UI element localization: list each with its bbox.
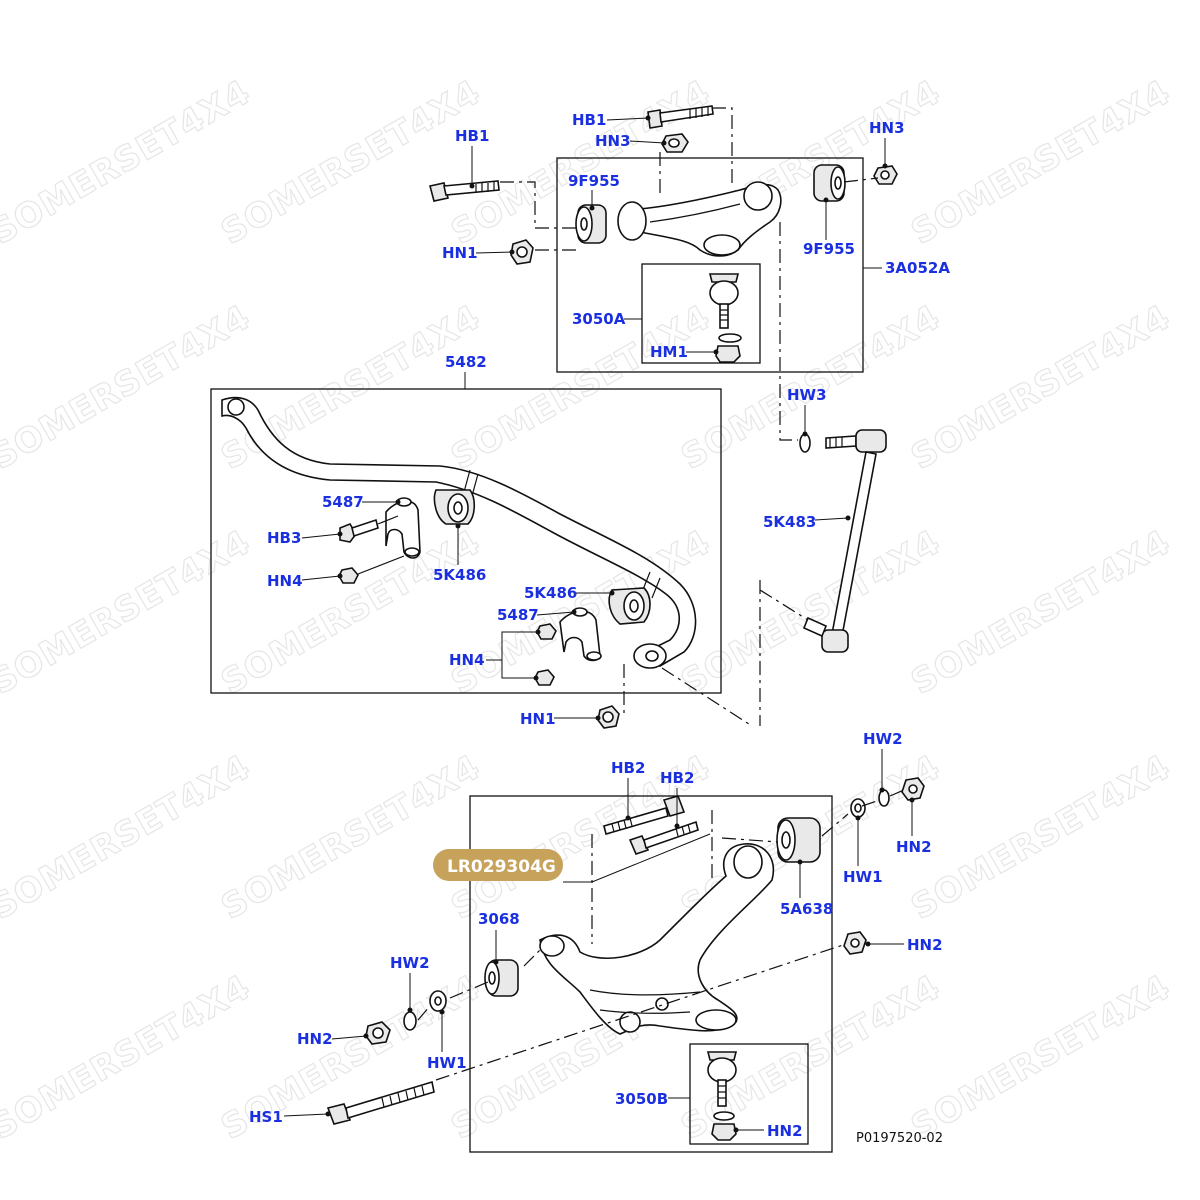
callout-hb1-top: HB1 [572,111,606,129]
watermark: SOMERSET4X4 [905,522,1178,703]
nut-hn2-right-top [901,777,925,801]
stabilizer-bar-box [210,388,722,694]
callout-hn3-right: HN3 [869,119,905,137]
bushing-9f955-right [813,164,846,202]
washer-hw1-right [850,798,866,818]
callout-hn3-left: HN3 [595,132,631,150]
callout-5k486-right: 5K486 [524,584,577,602]
callout-hw1-right: HW1 [843,868,883,886]
ball-joint-3050b [706,1051,738,1141]
badge-background [433,849,563,881]
figure-reference: P0197520-02 [856,1131,943,1146]
bushing-5k486-right [608,587,651,625]
stabilizer-bar-5482 [221,396,697,669]
watermark: SOMERSET4X4 [215,297,488,478]
callout-hs1: HS1 [249,1108,283,1126]
nut-hn2-left [365,1021,391,1045]
callout-3a052a: 3A052A [885,259,950,277]
callout-9f955-left: 9F955 [568,172,620,190]
watermark: SOMERSET4X4 [905,72,1178,253]
stabilizer-group [210,388,722,694]
callout-hw2-left: HW2 [390,954,430,972]
callout-hn2-right-mid: HN2 [907,936,943,954]
highlight-part-badge[interactable]: LR029304G [433,849,563,881]
callout-hw2-right: HW2 [863,730,903,748]
callout-hn1-lower: HN1 [520,710,556,728]
callout-hn4-right: HN4 [449,651,485,669]
washer-hw2-right [878,789,890,807]
callout-hn4-left: HN4 [267,572,303,590]
callout-5482: 5482 [445,353,487,371]
watermark: SOMERSET4X4 [215,522,488,703]
upper-ball-joint-box [641,263,761,364]
bushing-5k486-left [433,489,476,525]
bolt-hb2-b [628,820,699,855]
upper-arm-assembly-box [556,157,864,373]
callout-5487-right: 5487 [497,606,539,624]
stabilizer-link-5k483 [759,429,887,726]
lower-ball-joint-box [689,1043,809,1145]
callout-hn2-bottom: HN2 [767,1122,803,1140]
watermark: SOMERSET4X4 [905,297,1178,478]
watermark: SOMERSET4X4 [905,747,1178,928]
callout-3068: 3068 [478,910,520,928]
nut-hn1-upper [510,239,534,265]
callout-5k483: 5K483 [763,513,816,531]
callout-3050b: 3050B [615,1090,668,1108]
callout-5487-left: 5487 [322,493,364,511]
bushing-5a638 [776,817,821,863]
washer-hw1-left [429,990,447,1012]
lower-arm-assembly-box [469,795,833,1153]
callout-9f955-right: 9F955 [803,240,855,258]
callout-3050a: 3050A [572,310,626,328]
badge-part-number: LR029304G [447,857,556,877]
bushing-9f955-left [575,204,607,244]
upper-control-arm [617,181,782,257]
bolt-hb2-a [603,795,686,835]
lower-control-arm [539,843,775,1035]
bushing-3068 [484,959,519,997]
callout-hn2-right-top: HN2 [896,838,932,856]
callout-hw1-left: HW1 [427,1054,467,1072]
callout-hn2-left: HN2 [297,1030,333,1048]
callout-hb3: HB3 [267,529,301,547]
callout-hb2-a: HB2 [611,759,645,777]
watermark: SOMERSET4X4 [215,72,488,253]
nut-hn3-left [661,133,689,153]
callout-layer: HB1 HN3 HB1 9F955 HN1 HN3 9F955 3A052A 3… [249,111,950,1146]
watermark: SOMERSET4X4 [215,747,488,928]
clamp-5487-right [559,607,602,662]
bolt-hb1-top [647,105,714,129]
callout-hb1-left: HB1 [455,127,489,145]
nut-hn3-right [873,165,898,185]
callout-hm1: HM1 [650,343,688,361]
washer-hw2-left [403,1011,417,1031]
bolt-hb3 [339,518,379,543]
ball-joint-3050a [708,273,742,363]
callout-hb2-b: HB2 [660,769,694,787]
lower-arm-group [326,777,925,1153]
callout-5a638: 5A638 [780,900,833,918]
bolt-hs1 [326,1080,435,1125]
callout-hw3: HW3 [787,386,827,404]
callout-hn1-upper: HN1 [442,244,478,262]
callout-5k486-left: 5K486 [433,566,486,584]
watermark: SOMERSET4X4 [905,967,1178,1148]
nut-hn2-right-mid [843,931,867,955]
upper-arm-group [429,105,898,441]
clamp-5487-left [385,497,421,559]
watermark: SOMERSET4X4 [675,522,948,703]
